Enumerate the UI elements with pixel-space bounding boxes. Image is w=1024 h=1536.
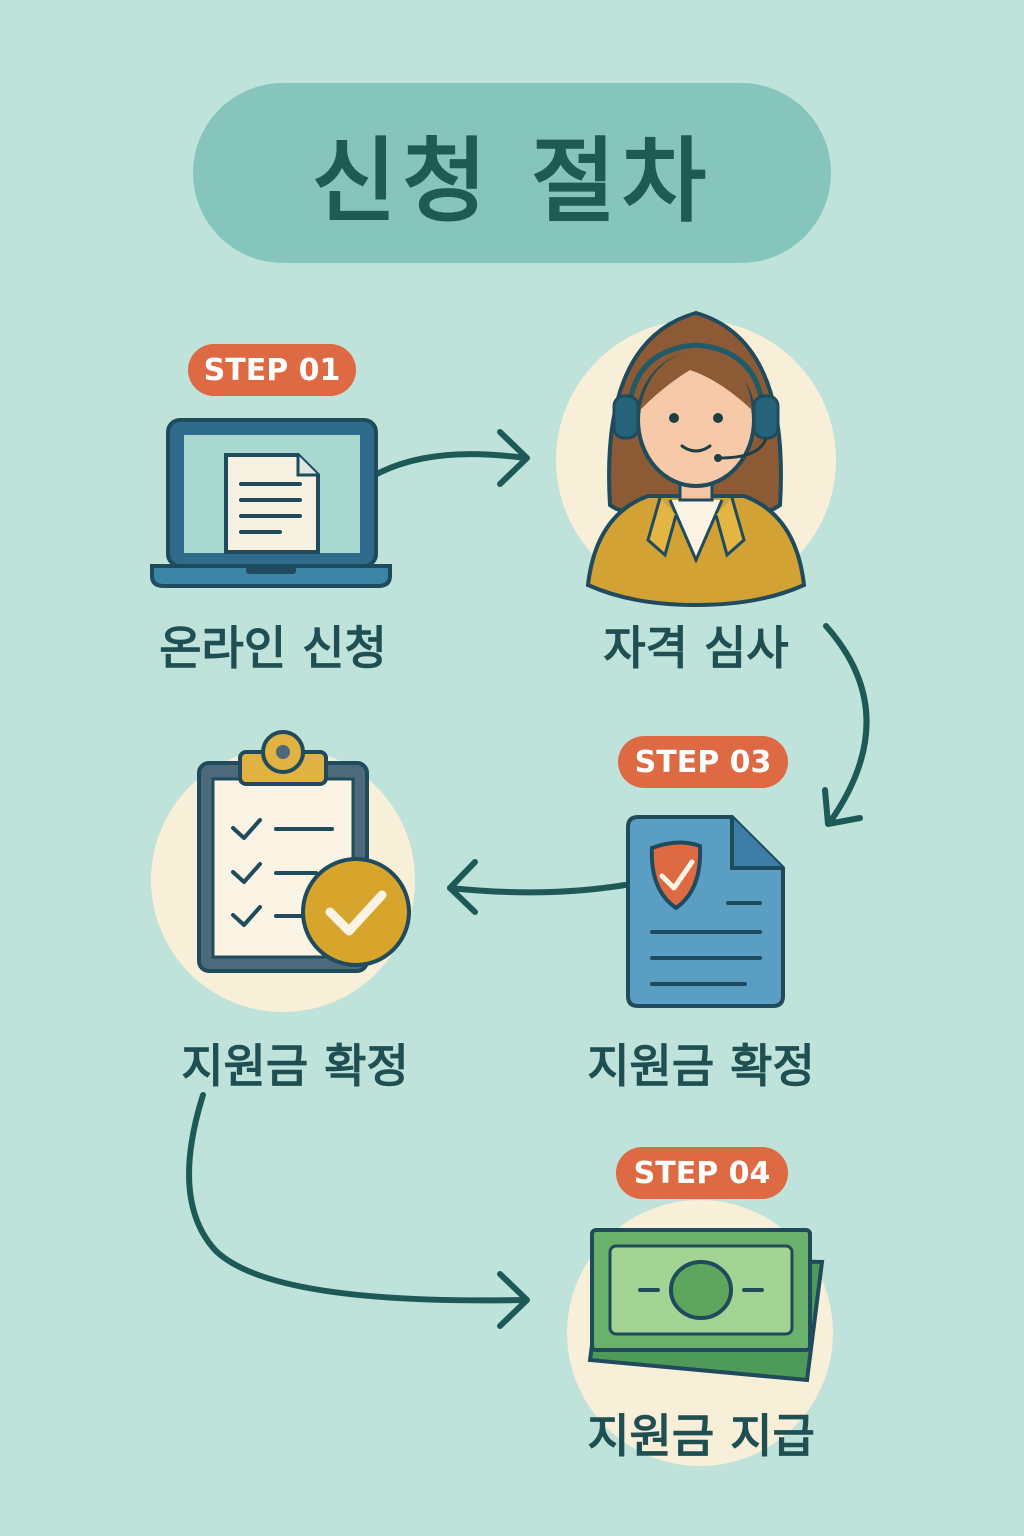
arrow-head-3 (447, 859, 478, 915)
step-badge-01: STEP 01 (188, 344, 356, 396)
arrow-head-4 (497, 1271, 530, 1329)
call-center-agent-icon (585, 310, 807, 608)
arrow-step1-to-step2 (372, 451, 528, 478)
arrow-head-2 (822, 787, 863, 827)
arrow-head-1 (497, 429, 530, 487)
banknotes-icon (587, 1228, 825, 1383)
step-badge-03: STEP 03 (618, 736, 788, 788)
step-label-subsidy-confirmed: 지원금 확정 (181, 1039, 409, 1093)
page-title: 신청 절차 (311, 127, 713, 235)
step-badge-04: STEP 04 (616, 1147, 788, 1199)
laptop-document-icon (150, 418, 392, 588)
step-label-online-application: 온라인 신청 (159, 621, 387, 675)
arrow-step3-to-clipboard (447, 882, 628, 896)
arrow-to-step4 (186, 1092, 528, 1304)
step-label-subsidy-confirmed-03: 지원금 확정 (587, 1039, 815, 1093)
clipboard-checklist-icon (197, 730, 411, 973)
step-label-subsidy-payment: 지원금 지급 (587, 1409, 815, 1463)
title-pill: 신청 절차 (193, 83, 831, 263)
step-label-eligibility-review: 자격 심사 (603, 621, 789, 675)
verified-document-icon (626, 815, 785, 1008)
arrow-step2-to-step3 (823, 623, 870, 825)
